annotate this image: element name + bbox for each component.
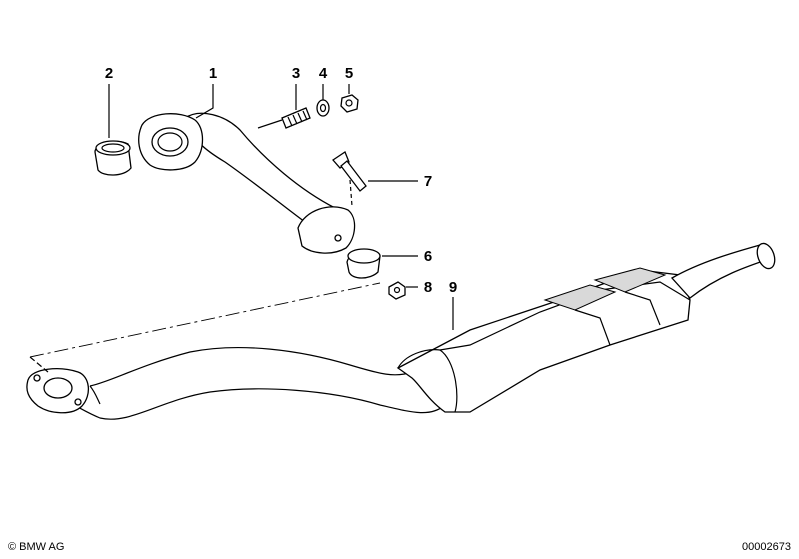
alignment-line [29,282,381,358]
callout-1: 1 [209,65,217,82]
part-8-nut [388,281,406,300]
callout-5: 5 [345,65,353,82]
part-3-stud [281,107,311,129]
callout-9: 9 [449,279,457,296]
part-6-sealing-ring [346,248,381,279]
part-4-washer [316,99,330,117]
callout-3: 3 [292,65,300,82]
callout-6: 6 [424,248,432,265]
callout-4: 4 [319,65,328,82]
part-2-sealing-ring [94,140,132,176]
leader-lines [108,84,454,330]
part-5-nut [340,94,359,113]
part-7-bolt [332,151,367,192]
callout-8: 8 [424,279,432,296]
part-1-front-pipe [138,112,356,254]
copyright-label: © BMW AG [8,541,65,553]
callout-2: 2 [105,65,113,82]
part-9-muffler-assembly [26,242,776,420]
document-id: 00002673 [742,541,791,553]
callout-7: 7 [424,173,432,190]
alignment-line-short [29,356,49,373]
